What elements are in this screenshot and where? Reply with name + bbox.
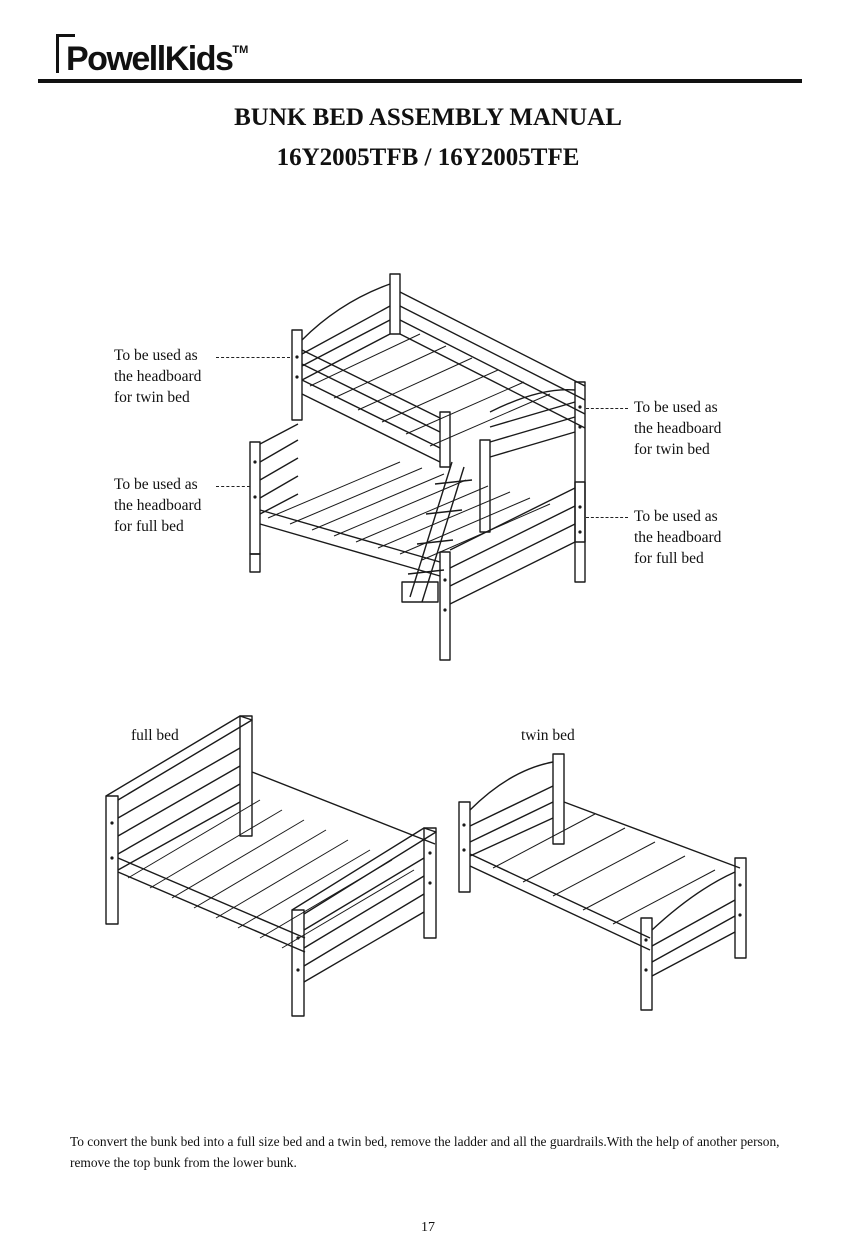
manual-title: BUNK BED ASSEMBLY MANUAL bbox=[234, 104, 622, 131]
leader-line-lower-right bbox=[586, 517, 628, 518]
leader-line-lower-left bbox=[216, 486, 250, 487]
page-number: 17 bbox=[421, 1220, 435, 1235]
full-bed-label: full bed bbox=[131, 727, 179, 744]
callout-upper-right: To be used as the headboard for twin bed bbox=[634, 399, 722, 458]
callout-lower-right: To be used as the headboard for full bed bbox=[634, 508, 722, 567]
brand-name: PowellKidsTM bbox=[66, 40, 249, 78]
bunk-bed-illustration bbox=[249, 273, 586, 661]
leader-line-upper-left bbox=[216, 357, 290, 358]
conversion-instructions: To convert the bunk bed into a full size… bbox=[70, 1134, 780, 1170]
header-rule bbox=[38, 79, 802, 83]
logo-mark-icon bbox=[56, 34, 75, 73]
leader-line-upper-right bbox=[586, 408, 628, 409]
twin-bed-illustration bbox=[458, 753, 747, 1011]
model-numbers: 16Y2005TFB / 16Y2005TFE bbox=[276, 144, 580, 171]
callout-upper-left: To be used as the headboard for twin bed bbox=[114, 347, 202, 406]
full-bed-illustration bbox=[105, 715, 437, 1017]
callout-lower-left: To be used as the headboard for full bed bbox=[114, 476, 202, 535]
trademark: TM bbox=[232, 44, 249, 56]
twin-bed-label: twin bed bbox=[521, 727, 575, 744]
